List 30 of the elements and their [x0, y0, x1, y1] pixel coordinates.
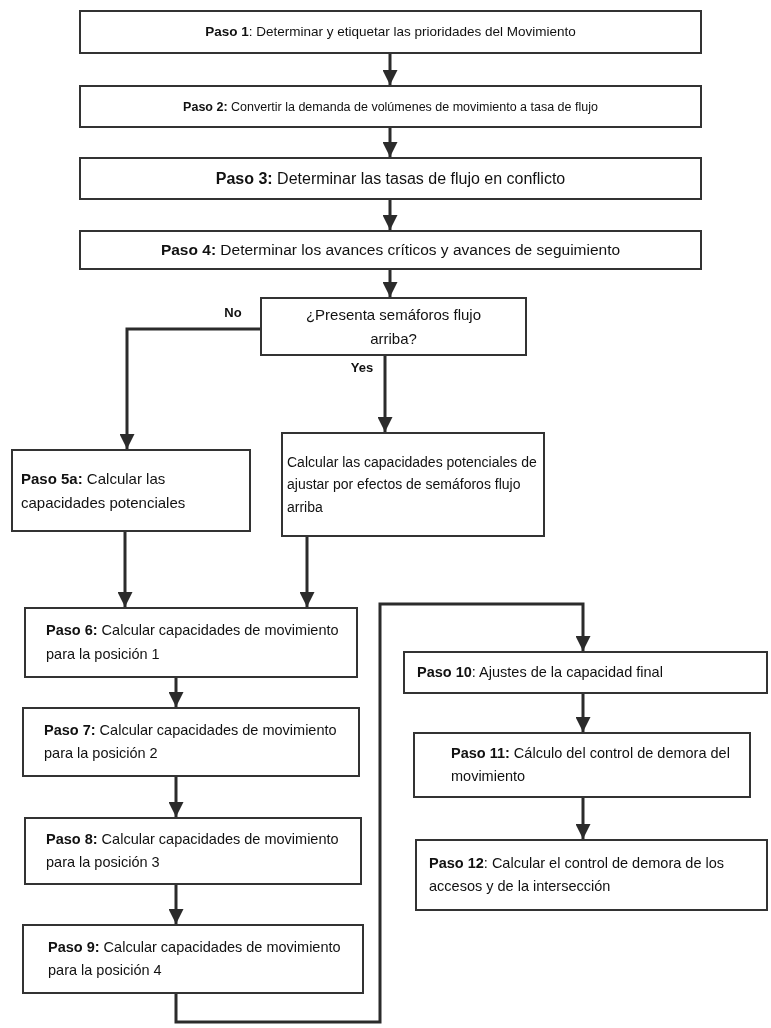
- arrow: [168, 678, 184, 707]
- process-box: Paso 1: Determinar y etiquetar las prioridades del Movimiento: [79, 10, 702, 54]
- arrow: [174, 602, 591, 1024]
- arrow: [168, 885, 184, 924]
- process-box: Paso 3: Determinar las tasas de flujo en conflicto: [79, 157, 702, 200]
- arrow: [377, 356, 393, 432]
- edge-label: Yes: [349, 360, 375, 374]
- arrow: [575, 694, 591, 732]
- arrow: [575, 798, 591, 839]
- arrow: [117, 532, 133, 607]
- process-box: Paso 11: Cálculo del control de demora del movimiento: [413, 732, 751, 798]
- process-box: Calcular las capacidades potenciales de ajustar por efectos de semáforos flujo arriba: [281, 432, 545, 537]
- process-box: Paso 8: Calcular capacidades de movimiento para la posición 3: [24, 817, 362, 885]
- process-box: Paso 2: Convertir la demanda de volúmenes de movimiento a tasa de flujo: [79, 85, 702, 128]
- arrow: [119, 327, 260, 449]
- process-box: Paso 9: Calcular capacidades de movimiento para la posición 4: [22, 924, 364, 994]
- process-box: Paso 7: Calcular capacidades de movimiento para la posición 2: [22, 707, 360, 777]
- arrow: [382, 270, 398, 297]
- arrow: [382, 200, 398, 230]
- process-box: Paso 12: Calcular el control de demora de los accesos y de la intersección: [415, 839, 768, 911]
- process-box: Paso 6: Calcular capacidades de movimiento para la posición 1: [24, 607, 358, 678]
- process-box: Paso 5a: Calcular las capacidades potenciales: [11, 449, 251, 532]
- arrow: [382, 54, 398, 85]
- process-box: Paso 4: Determinar los avances críticos y avances de seguimiento: [79, 230, 702, 270]
- edge-label: No: [223, 305, 243, 319]
- arrow: [299, 537, 315, 607]
- arrow: [168, 777, 184, 817]
- process-box: Paso 10: Ajustes de la capacidad final: [403, 651, 768, 694]
- decision-box: ¿Presenta semáforos flujo arriba?: [260, 297, 527, 356]
- arrow: [382, 128, 398, 157]
